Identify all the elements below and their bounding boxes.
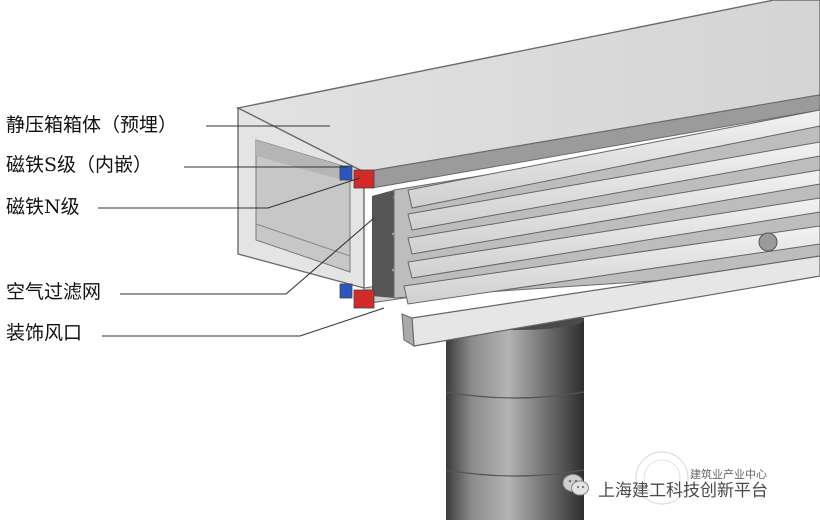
- leader-line-outlet: [102, 307, 385, 337]
- leader-line-filter: [120, 217, 375, 295]
- magnet-s-top: [353, 169, 375, 189]
- watermark-title: 上海建工科技创新平台: [598, 481, 768, 501]
- wechat-icon: [562, 474, 589, 496]
- label-plenum-box: 静压箱箱体（预埋）: [6, 114, 178, 136]
- label-decorative-outlet: 装饰风口: [6, 322, 83, 344]
- label-magnet-n: 磁铁N级: [6, 196, 80, 218]
- decorative-outlet: [401, 109, 820, 347]
- label-air-filter: 空气过滤网: [6, 281, 102, 303]
- leader-line-magnet-n: [98, 177, 361, 209]
- leader-lines: [98, 125, 385, 337]
- magnet-n-bottom: [339, 283, 353, 299]
- watermark-subtitle: 建筑业产业中心: [690, 468, 767, 481]
- label-magnet-s: 磁铁S级（内嵌）: [6, 154, 153, 176]
- knob: [758, 232, 778, 252]
- magnet-s-bottom: [353, 289, 375, 309]
- magnet-n-top: [339, 165, 353, 181]
- watermark-seal: [635, 451, 689, 505]
- magnets: [339, 165, 375, 309]
